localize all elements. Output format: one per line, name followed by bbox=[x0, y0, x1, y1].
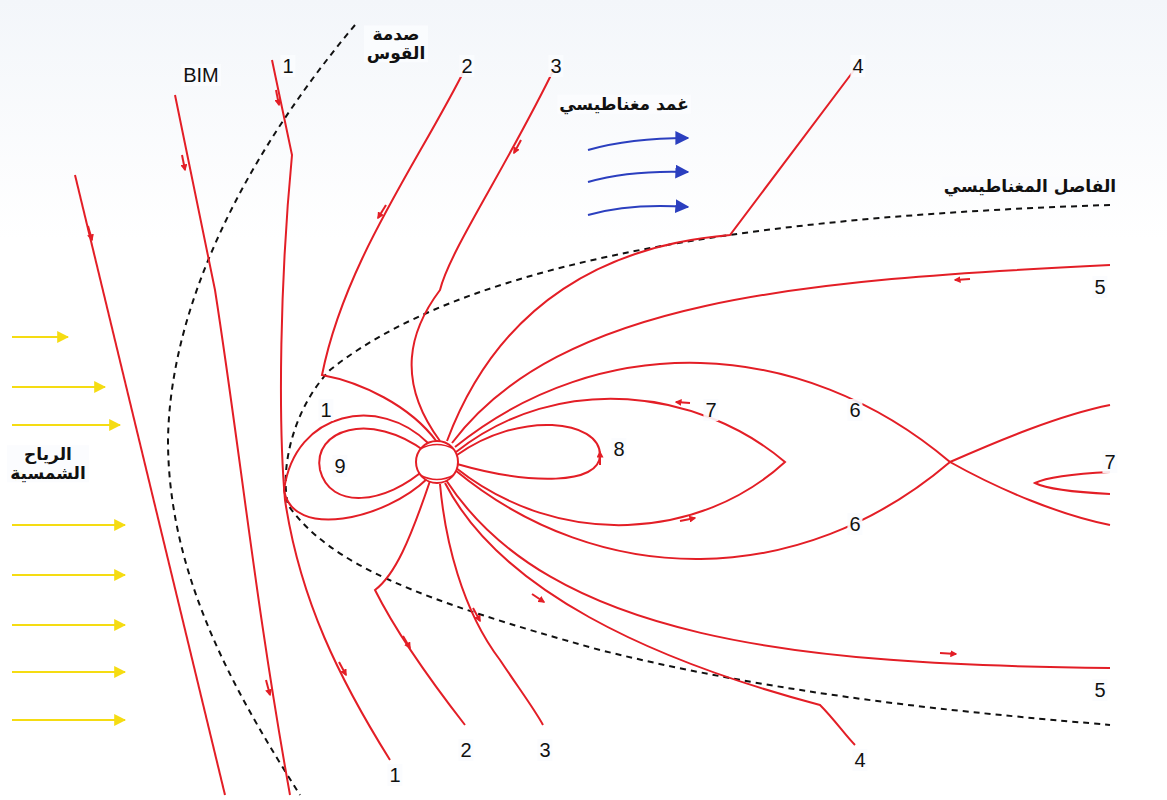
field-line bbox=[1035, 472, 1110, 494]
field-arrow bbox=[680, 518, 695, 521]
field-line bbox=[75, 175, 225, 795]
callout-number: 1 bbox=[280, 55, 295, 77]
field-arrow bbox=[599, 452, 601, 465]
callout-number: 4 bbox=[852, 749, 867, 771]
region-label: الفاصل المغناطيسي bbox=[942, 177, 1118, 196]
wind-arrow bbox=[12, 624, 125, 626]
callout-number: 9 bbox=[332, 455, 347, 477]
field-arrow bbox=[403, 636, 410, 648]
sheath-arrow bbox=[588, 206, 688, 215]
earth bbox=[416, 441, 458, 483]
callout-number: 7 bbox=[703, 399, 718, 421]
sheath-arrow bbox=[588, 172, 688, 182]
earth-cusp bbox=[420, 445, 454, 480]
callout-number: 8 bbox=[611, 438, 626, 460]
callout-number: 1 bbox=[387, 764, 402, 786]
field-arrow bbox=[88, 226, 92, 240]
field-line bbox=[272, 60, 390, 760]
wind-arrow bbox=[12, 719, 125, 721]
field-arrow bbox=[955, 279, 970, 280]
wind-arrow bbox=[12, 574, 125, 576]
field-arrow bbox=[473, 608, 480, 621]
field-arrow bbox=[514, 140, 521, 153]
sheath-flow-arrows bbox=[588, 138, 688, 215]
solar-wind-arrows bbox=[12, 337, 125, 720]
field-arrow bbox=[940, 653, 956, 654]
field-arrows bbox=[88, 90, 970, 695]
field-arrow bbox=[182, 155, 185, 170]
sheath-arrow bbox=[588, 138, 688, 150]
field-line bbox=[457, 425, 600, 479]
field-line bbox=[284, 416, 428, 520]
field-line bbox=[322, 65, 467, 442]
field-line bbox=[440, 484, 543, 725]
callout-number: 6 bbox=[847, 513, 862, 535]
field-arrow bbox=[532, 594, 544, 602]
region-label: غمد مغناطيسي bbox=[557, 95, 691, 114]
field-line bbox=[456, 399, 785, 525]
field-line bbox=[446, 480, 1110, 668]
callout-number: 3 bbox=[537, 739, 552, 761]
field-arrow bbox=[339, 662, 346, 675]
field-line bbox=[455, 462, 1110, 559]
callout-number: BIM bbox=[181, 64, 221, 86]
wind-arrow bbox=[12, 524, 125, 526]
field-line bbox=[452, 265, 1110, 443]
earth-circle bbox=[416, 441, 458, 483]
region-label: صدمة القوس bbox=[364, 25, 428, 62]
field-line bbox=[412, 65, 556, 441]
wind-arrow bbox=[12, 386, 105, 388]
callout-number: 2 bbox=[459, 55, 474, 77]
field-line bbox=[375, 481, 465, 725]
magnetopause bbox=[286, 205, 1110, 725]
callout-number: 5 bbox=[1092, 276, 1107, 298]
callout-number: 2 bbox=[458, 739, 473, 761]
field-line bbox=[175, 95, 290, 795]
region-label: الرياح الشمسية bbox=[7, 445, 89, 482]
callout-number: 7 bbox=[1102, 451, 1117, 473]
field-line bbox=[445, 483, 855, 745]
field-line bbox=[455, 363, 1110, 462]
field-arrow bbox=[276, 90, 279, 105]
wind-arrow bbox=[12, 671, 125, 673]
wind-arrow bbox=[12, 424, 120, 426]
field-line bbox=[447, 65, 858, 441]
field-arrow bbox=[378, 205, 386, 218]
field-arrow bbox=[266, 680, 270, 695]
field-lines bbox=[75, 60, 1110, 795]
wind-arrow bbox=[12, 336, 68, 338]
callout-number: 3 bbox=[548, 55, 563, 77]
callout-number: 5 bbox=[1092, 679, 1107, 701]
callout-number: 4 bbox=[850, 55, 865, 77]
field-line bbox=[319, 429, 426, 498]
field-arrow bbox=[676, 402, 690, 403]
callout-number: 6 bbox=[847, 399, 862, 421]
callout-number: 1 bbox=[318, 399, 333, 421]
